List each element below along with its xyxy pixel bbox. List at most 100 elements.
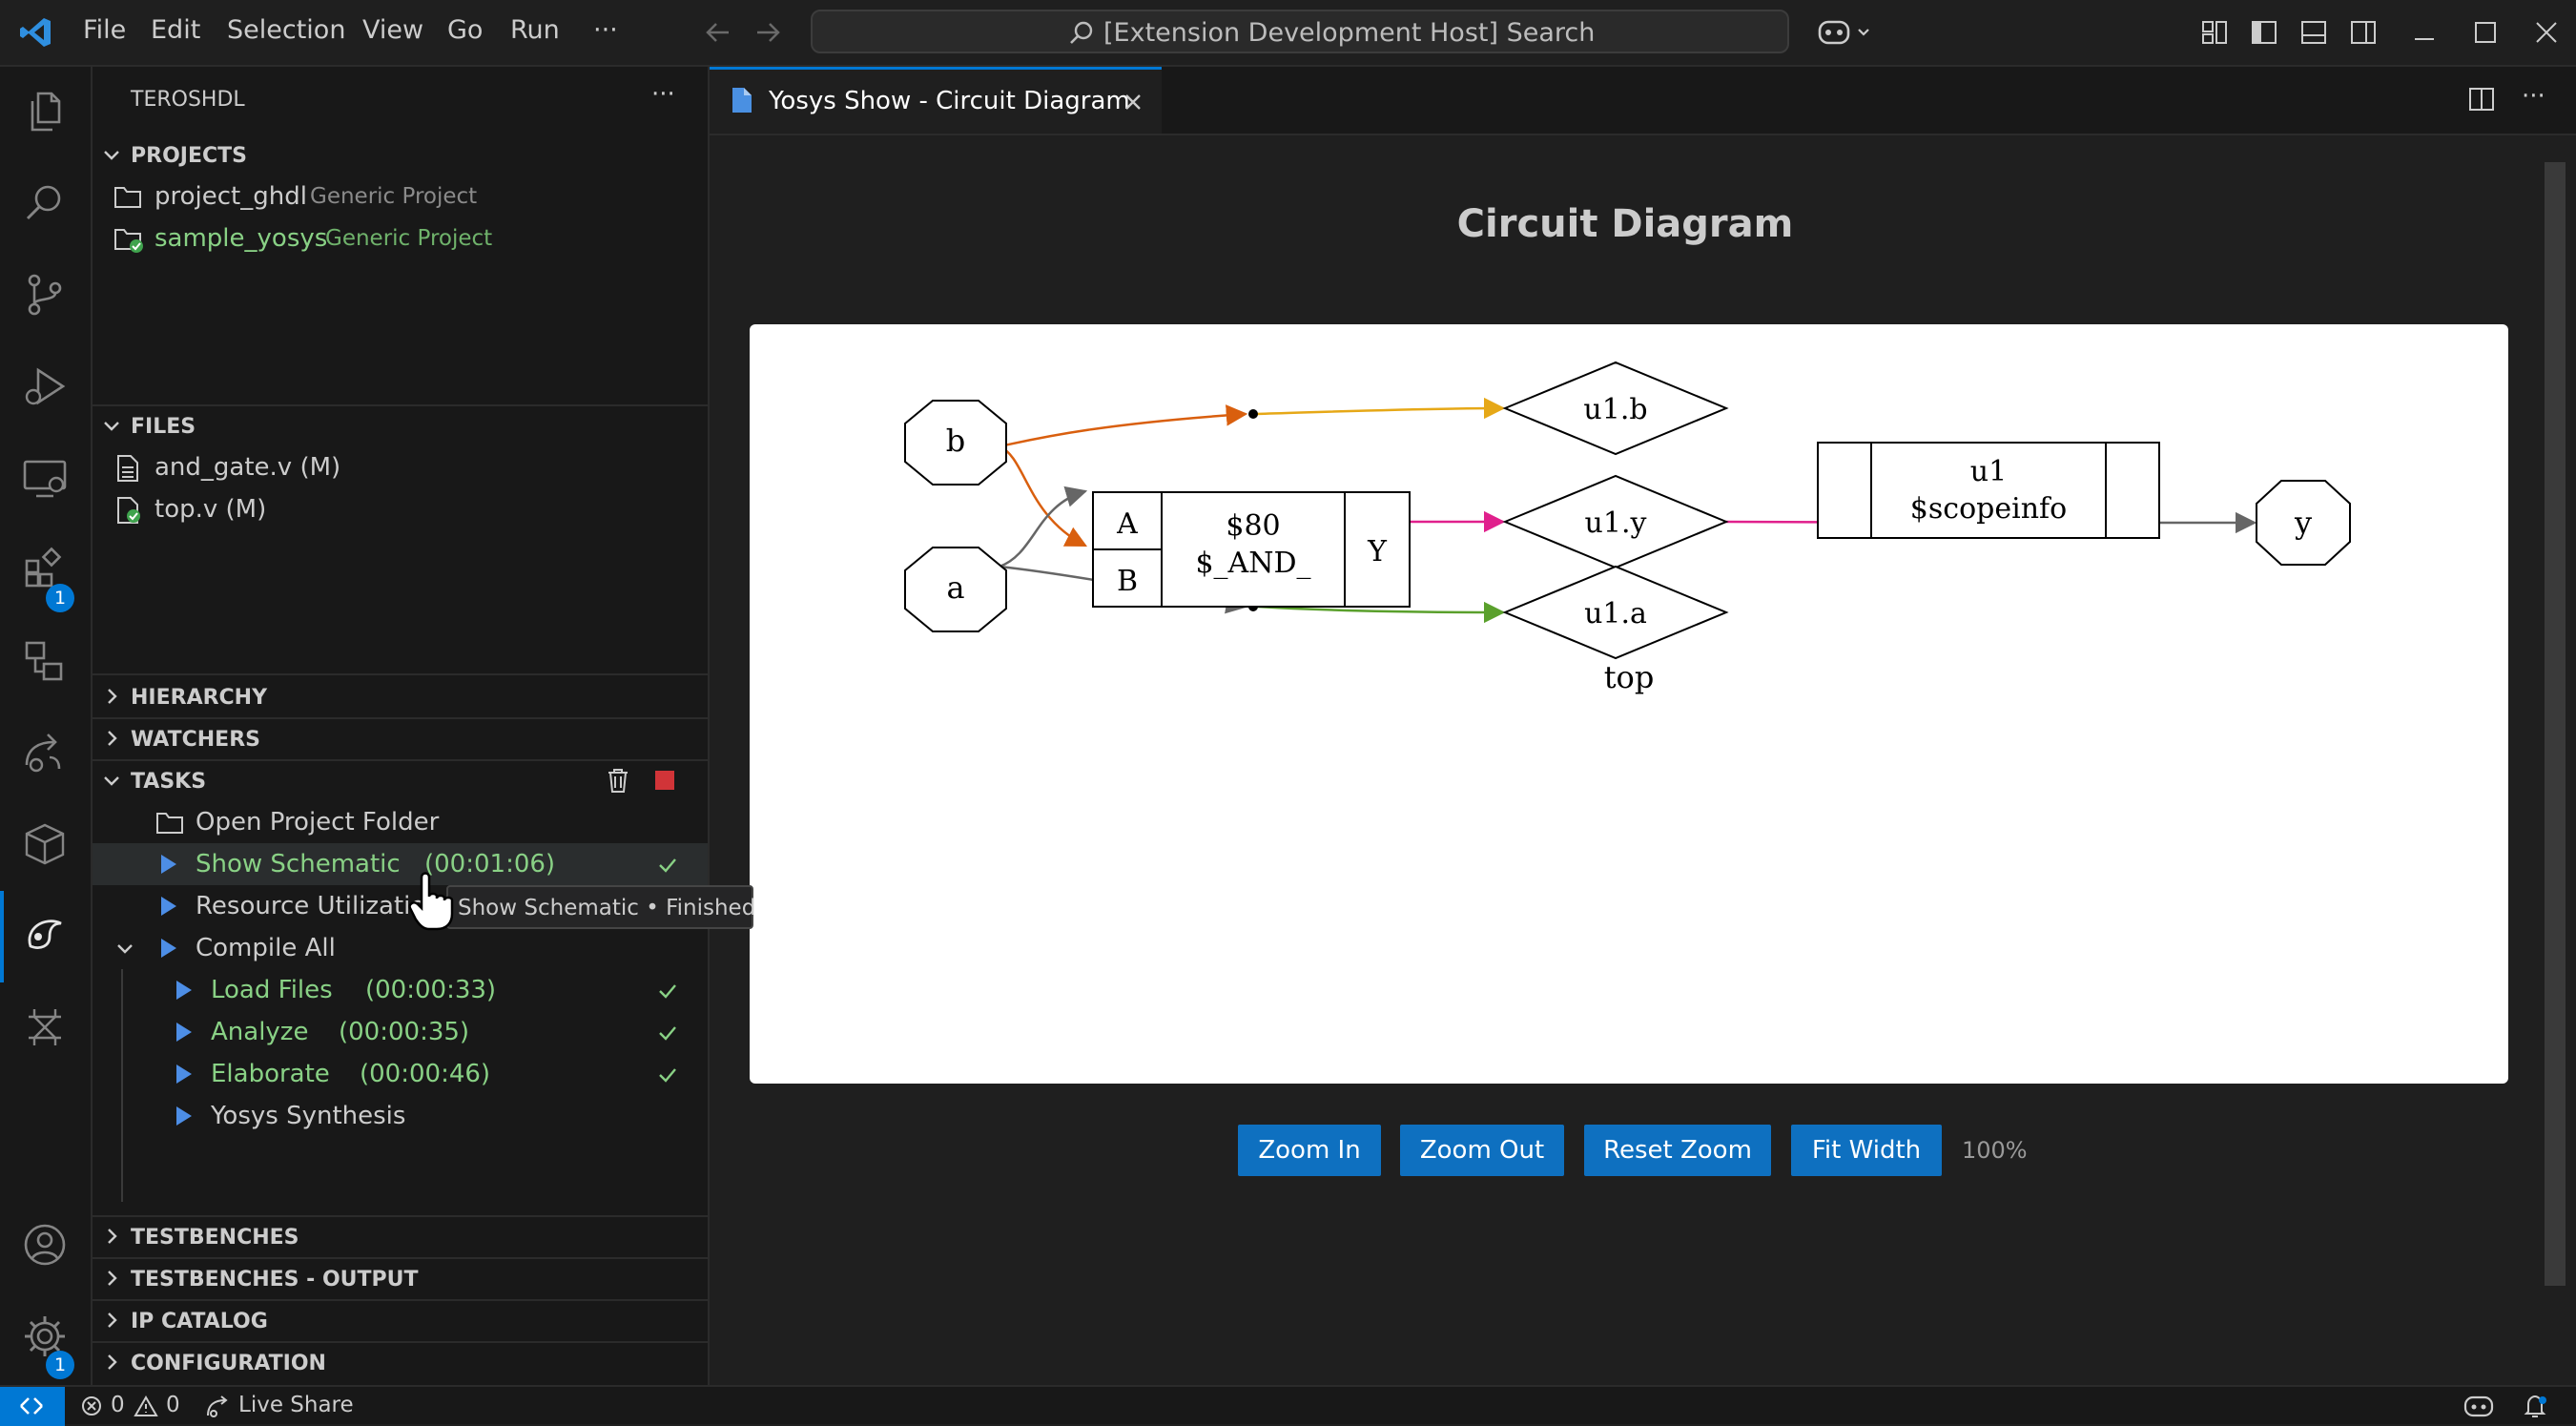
package-icon[interactable] xyxy=(21,820,69,868)
folder-icon xyxy=(114,187,141,208)
task-yosys-synthesis[interactable]: Yosys Synthesis xyxy=(93,1095,708,1137)
editor-more-actions[interactable]: ··· xyxy=(2522,82,2545,111)
back-arrow-icon[interactable] xyxy=(704,19,732,46)
chevron-right-icon xyxy=(108,1354,117,1370)
circuit-diagram-canvas[interactable]: b a A B $80 $_AND_ Y u1.b xyxy=(750,324,2508,1084)
fit-width-button[interactable]: Fit Width xyxy=(1791,1125,1942,1176)
copilot-icon[interactable] xyxy=(1817,15,1872,50)
settings-gear-icon[interactable] xyxy=(21,1312,69,1360)
net-u1b[interactable]: u1.b xyxy=(1502,361,1729,456)
toggle-primary-sidebar-icon[interactable] xyxy=(2251,19,2277,46)
notifications-bell-icon[interactable] xyxy=(2522,1393,2550,1421)
section-testbenches-output[interactable]: TESTBENCHES - OUTPUT xyxy=(93,1259,708,1297)
project-item[interactable]: sample_yosys Generic Project xyxy=(93,217,708,259)
chevron-down-icon xyxy=(104,151,119,160)
tab-circuit-diagram[interactable]: Yosys Show - Circuit Diagram xyxy=(710,67,1162,134)
trash-icon[interactable] xyxy=(606,767,630,794)
menu-more[interactable]: ··· xyxy=(593,15,618,45)
menu-go[interactable]: Go xyxy=(447,15,484,45)
chevron-right-icon xyxy=(108,1229,117,1244)
sidebar-more-button[interactable]: ··· xyxy=(651,80,675,109)
menu-run[interactable]: Run xyxy=(510,15,560,45)
net-u1a[interactable]: u1.a xyxy=(1502,565,1729,660)
source-control-icon[interactable] xyxy=(21,271,69,319)
remote-indicator[interactable] xyxy=(0,1387,65,1426)
command-center-search[interactable]: [Extension Development Host] Search xyxy=(811,10,1789,53)
zoom-in-button[interactable]: Zoom In xyxy=(1238,1125,1381,1176)
chevron-right-icon xyxy=(108,1312,117,1328)
copilot-status-icon[interactable] xyxy=(2463,1393,2495,1419)
wire-a-to-port-a xyxy=(999,486,1088,568)
minimize-icon[interactable] xyxy=(2411,19,2438,46)
section-hierarchy[interactable]: HIERARCHY xyxy=(93,677,708,715)
live-share-icon[interactable] xyxy=(21,729,69,776)
forward-arrow-icon[interactable] xyxy=(753,19,782,46)
extensions-badge: 1 xyxy=(46,584,74,612)
remote-containers-icon[interactable] xyxy=(21,637,69,685)
check-icon xyxy=(659,858,676,873)
task-compile-all[interactable]: Compile All xyxy=(93,927,708,969)
stop-icon[interactable] xyxy=(655,771,674,790)
task-resource-utilization[interactable]: Resource Utilization xyxy=(93,885,708,927)
svg-text:b: b xyxy=(946,423,965,459)
section-testbenches[interactable]: TESTBENCHES xyxy=(93,1217,708,1255)
explorer-icon[interactable] xyxy=(21,88,69,135)
input-port-a[interactable]: a xyxy=(904,547,1007,632)
task-show-schematic[interactable]: Show Schematic (00:01:06) xyxy=(93,843,708,885)
task-open-project-folder[interactable]: Open Project Folder xyxy=(93,801,708,843)
section-projects[interactable]: PROJECTS xyxy=(93,135,708,174)
net-u1y[interactable]: u1.y xyxy=(1502,474,1729,569)
menu-file[interactable]: File xyxy=(83,15,127,45)
section-tasks[interactable]: TASKS xyxy=(93,761,708,799)
svg-text:$80: $80 xyxy=(1226,509,1280,543)
task-analyze[interactable]: Analyze (00:00:35) xyxy=(93,1011,708,1053)
search-view-icon[interactable] xyxy=(21,179,69,227)
input-port-b[interactable]: b xyxy=(904,400,1007,486)
file-item[interactable]: top.v (M) xyxy=(93,488,708,530)
task-elaborate[interactable]: Elaborate (00:00:46) xyxy=(93,1053,708,1095)
section-ip-catalog[interactable]: IP CATALOG xyxy=(93,1301,708,1339)
play-icon xyxy=(176,981,192,1000)
svg-text:y: y xyxy=(2294,505,2312,541)
output-port-y[interactable]: y xyxy=(2256,480,2351,566)
menu-view[interactable]: View xyxy=(362,15,424,45)
toggle-secondary-sidebar-icon[interactable] xyxy=(2350,19,2377,46)
menu-edit[interactable]: Edit xyxy=(151,15,201,45)
menu-selection[interactable]: Selection xyxy=(227,15,346,45)
zoom-level: 100% xyxy=(1962,1137,2028,1164)
svg-text:u1.b: u1.b xyxy=(1583,393,1647,426)
split-editor-icon[interactable] xyxy=(2468,86,2495,113)
remote-explorer-icon[interactable] xyxy=(21,454,69,502)
teroshdl-icon[interactable] xyxy=(21,912,69,960)
customize-layout-icon[interactable] xyxy=(2201,19,2228,46)
and-gate-cell[interactable]: A B $80 $_AND_ Y xyxy=(1092,491,1411,608)
divider xyxy=(93,673,708,675)
wire-node-to-u1a xyxy=(1256,601,1506,624)
task-load-files[interactable]: Load Files (00:00:33) xyxy=(93,969,708,1011)
scopeinfo-cell[interactable]: u1 $scopeinfo xyxy=(1817,442,2160,539)
zoom-out-button[interactable]: Zoom Out xyxy=(1400,1125,1564,1176)
svg-text:A: A xyxy=(1116,507,1138,541)
account-icon[interactable] xyxy=(21,1221,69,1269)
section-watchers[interactable]: WATCHERS xyxy=(93,719,708,757)
close-tab-icon[interactable] xyxy=(1122,91,1144,114)
page-title: Circuit Diagram xyxy=(1456,202,1794,246)
live-share-status[interactable]: Live Share xyxy=(206,1387,397,1424)
toggle-panel-icon[interactable] xyxy=(2300,19,2327,46)
close-window-icon[interactable] xyxy=(2533,19,2560,46)
section-files[interactable]: FILES xyxy=(93,406,708,444)
divider xyxy=(93,717,708,719)
svg-text:$_AND_: $_AND_ xyxy=(1195,547,1310,580)
play-icon xyxy=(176,1064,192,1084)
project-item[interactable]: project_ghdl Generic Project xyxy=(93,176,708,217)
hardware-chip-icon[interactable] xyxy=(21,1003,69,1051)
section-configuration[interactable]: CONFIGURATION xyxy=(93,1343,708,1381)
run-debug-icon[interactable] xyxy=(21,362,69,410)
vertical-scrollbar[interactable] xyxy=(2545,162,2566,1286)
maximize-icon[interactable] xyxy=(2472,19,2499,46)
reset-zoom-button[interactable]: Reset Zoom xyxy=(1584,1125,1771,1176)
check-icon xyxy=(659,984,676,999)
extensions-icon[interactable] xyxy=(21,546,69,593)
file-item[interactable]: and_gate.v (M) xyxy=(93,446,708,488)
divider xyxy=(93,1341,708,1343)
